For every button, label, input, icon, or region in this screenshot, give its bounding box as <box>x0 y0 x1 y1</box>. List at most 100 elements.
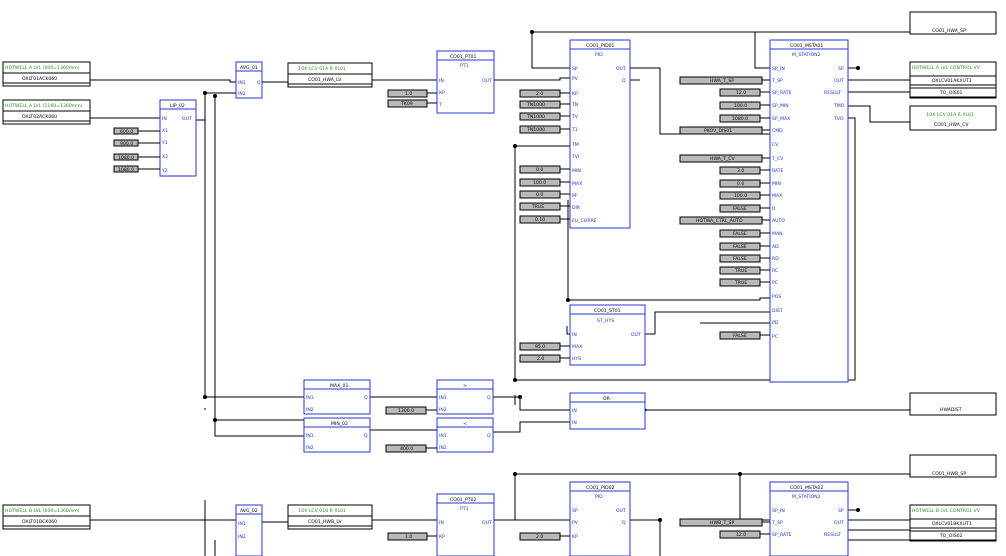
input-tag-hotwell-a[interactable]: HOTWELL A LVL (600=1360mm) OXLT01ACK060 <box>2 61 91 87</box>
svg-text:AUTO: AUTO <box>772 218 785 224</box>
lip-block[interactable]: LIP_02 IN OUT X1 Y1 X2 Y2 <box>159 99 197 177</box>
lip-constants: 600.0 900.0 1080.0 1080.0 <box>113 127 160 173</box>
svg-text:900.0: 900.0 <box>120 141 133 147</box>
output-dist[interactable]: HWADIST <box>909 392 997 416</box>
svg-text:M_STATION2: M_STATION2 <box>792 494 821 500</box>
svg-text:FALSE: FALSE <box>733 244 747 250</box>
pid-block-2[interactable]: CO01_PID02 PID SP PV KP OUT Q 2.0 <box>519 481 631 556</box>
svg-text:SP: SP <box>572 508 578 514</box>
svg-text:0.0: 0.0 <box>536 167 543 173</box>
svg-text:RD: RD <box>772 256 779 262</box>
svg-text:RATE: RATE <box>772 168 784 174</box>
svg-text:TRUE: TRUE <box>531 204 544 210</box>
mstation-block-2[interactable]: CO01_MSTA02 M_STATION2 SP_IN T_SP SP_RAT… <box>679 481 849 556</box>
pt1-block-1[interactable]: CO01_PT01 PT1 IN KP T OUT <box>436 50 495 114</box>
output-sp-tag-1[interactable]: CO01_HWA_SP <box>909 11 997 35</box>
output-cv-a[interactable]: 1OX LCV 01A R XL01 CO01_HWA_CV <box>909 105 997 131</box>
avg-block-2[interactable]: AVG_02 IN1 IN2 <box>235 504 263 556</box>
svg-text:IN2: IN2 <box>306 445 314 451</box>
avg-block-1[interactable]: AVG_01 IN1 IN2 Q <box>235 61 263 99</box>
svg-text:OUT: OUT <box>616 66 626 72</box>
svg-text:CO01_HWB_SP: CO01_HWB_SP <box>932 471 966 477</box>
svg-text:Y2: Y2 <box>161 168 168 174</box>
svg-text:LIP_02: LIP_02 <box>170 103 185 109</box>
svg-text:<: < <box>463 421 467 427</box>
svg-text:2.0: 2.0 <box>536 91 543 97</box>
svg-text:Q: Q <box>364 433 368 439</box>
or-block[interactable]: OR IN IN <box>569 392 646 430</box>
svg-text:X1: X1 <box>162 128 168 134</box>
svg-text:X2: X2 <box>162 154 168 160</box>
svg-text:OUT: OUT <box>482 78 492 84</box>
svg-text:IN2: IN2 <box>306 407 314 413</box>
svg-text:M_STATION2: M_STATION2 <box>792 52 821 58</box>
svg-text:TN1000: TN1000 <box>526 114 545 120</box>
svg-text:1.0: 1.0 <box>405 91 412 97</box>
svg-text:AVG_02: AVG_02 <box>240 508 258 514</box>
svg-text:T1: T1 <box>571 127 578 133</box>
svg-text:HOTWELL B LVL (600=1360mm): HOTWELL B LVL (600=1360mm) <box>5 508 80 514</box>
output-sp-tag-2[interactable]: CO01_HWB_SP <box>909 454 997 478</box>
output-ctrl-b[interactable]: HOTWELL B LVL CONTROL VV OXLCV01BKXUT1 T… <box>909 504 997 542</box>
pt1-block-2[interactable]: CO01_PT02 PT1 IN KP OUT 1.0 <box>387 493 495 556</box>
svg-text:1080.0: 1080.0 <box>118 155 134 161</box>
svg-text:IN1: IN1 <box>306 395 314 401</box>
svg-text:Q: Q <box>487 395 491 401</box>
svg-text:CO01_HWA_LV: CO01_HWA_LV <box>308 77 342 83</box>
lt-block[interactable]: < IN1 IN2 Q 400.0 <box>385 417 494 453</box>
svg-text:600.0: 600.0 <box>120 129 133 135</box>
max-block[interactable]: MAX_01 IN1 IN2 Q <box>303 379 371 415</box>
svg-text:95.0: 95.0 <box>535 344 545 350</box>
svg-text:OUT: OUT <box>834 520 844 526</box>
svg-text:RESULT: RESULT <box>824 532 841 538</box>
svg-text:0.0: 0.0 <box>536 192 543 198</box>
svg-text:OXLCV01AKXUT1: OXLCV01AKXUT1 <box>932 78 972 84</box>
pid-block-1[interactable]: CO01_PID01 PID SP PV KP TN TV T1 TM TVI … <box>569 39 631 229</box>
gt-block[interactable]: > IN1 IN2 Q 1300.0 <box>385 379 494 415</box>
svg-text:FALSE: FALSE <box>733 206 747 212</box>
svg-text:TM: TM <box>571 142 579 148</box>
svg-text:PC: PC <box>772 280 778 286</box>
pt1-constants: 1.0 TK09 <box>387 89 437 108</box>
level-tag-a[interactable]: 1OX LCV 01A R XL01 CO01_HWA_LV <box>287 62 373 88</box>
output-ctrl-a[interactable]: HOTWELL A LVL CONTROL VV OXLCV01AKXUT1 T… <box>909 61 997 99</box>
svg-text:SP: SP <box>838 508 844 514</box>
svg-text:IN2: IN2 <box>439 407 447 413</box>
min-block[interactable]: MIN_02 IN1 IN2 Q <box>303 417 371 453</box>
svg-text:100.0: 100.0 <box>734 193 747 199</box>
svg-text:TVI: TVI <box>571 154 579 160</box>
svg-text:IN: IN <box>439 78 444 84</box>
svg-text:CV: CV <box>772 142 779 148</box>
svg-text:SP: SP <box>838 66 844 72</box>
svg-text:TK09: TK09 <box>400 101 413 107</box>
svg-text:KP: KP <box>572 534 578 540</box>
mstation-block-1[interactable]: CO01_MSTA01 M_STATION2 SP_IN T_SP SP_RAT… <box>769 39 849 383</box>
svg-text:IN1: IN1 <box>306 433 314 439</box>
svg-text:KP: KP <box>439 90 445 96</box>
svg-text:FALSE: FALSE <box>733 256 747 262</box>
svg-text:HOTWELL B LVL CONTROL VV: HOTWELL B LVL CONTROL VV <box>912 508 981 514</box>
svg-text:IN: IN <box>572 420 577 426</box>
svg-text:HOTWELL A LVL CONTROL VV: HOTWELL A LVL CONTROL VV <box>912 65 981 71</box>
svg-text:100.0: 100.0 <box>533 180 546 186</box>
svg-text:TVO: TVO <box>833 116 844 122</box>
svg-text:PID: PID <box>595 494 603 500</box>
svg-text:T: T <box>438 102 442 108</box>
svg-text:KP: KP <box>572 91 578 97</box>
st-hys-block[interactable]: CO01_ST01 ST_HYS IN MAX HYS OUT 95.0 2.0 <box>519 304 646 366</box>
svg-text:OXLCV01BKXUT1: OXLCV01BKXUT1 <box>932 521 972 527</box>
input-tag-hotwell-c[interactable]: HOTWELL B LVL (600=1360mm) OXLT01BCK060 <box>2 504 91 530</box>
input-tag-hotwell-b[interactable]: HOTWELL A LVL (1160=1360mm) OXLT02ACK060 <box>2 99 91 125</box>
svg-text:PID: PID <box>595 52 603 58</box>
svg-text:Q: Q <box>622 78 626 84</box>
level-tag-b[interactable]: 1OX LCV 01B R XL01 CO01_HWB_LV <box>287 504 373 530</box>
svg-text:IN2: IN2 <box>238 534 246 540</box>
svg-text:FALSE: FALSE <box>733 231 747 237</box>
svg-text:MIN: MIN <box>772 181 781 187</box>
svg-text:OUT: OUT <box>182 116 192 122</box>
svg-text:SP_MAX: SP_MAX <box>772 116 790 122</box>
svg-text:MAX: MAX <box>572 344 582 350</box>
svg-text:PC: PC <box>772 334 778 340</box>
svg-text:2.0: 2.0 <box>537 356 544 362</box>
